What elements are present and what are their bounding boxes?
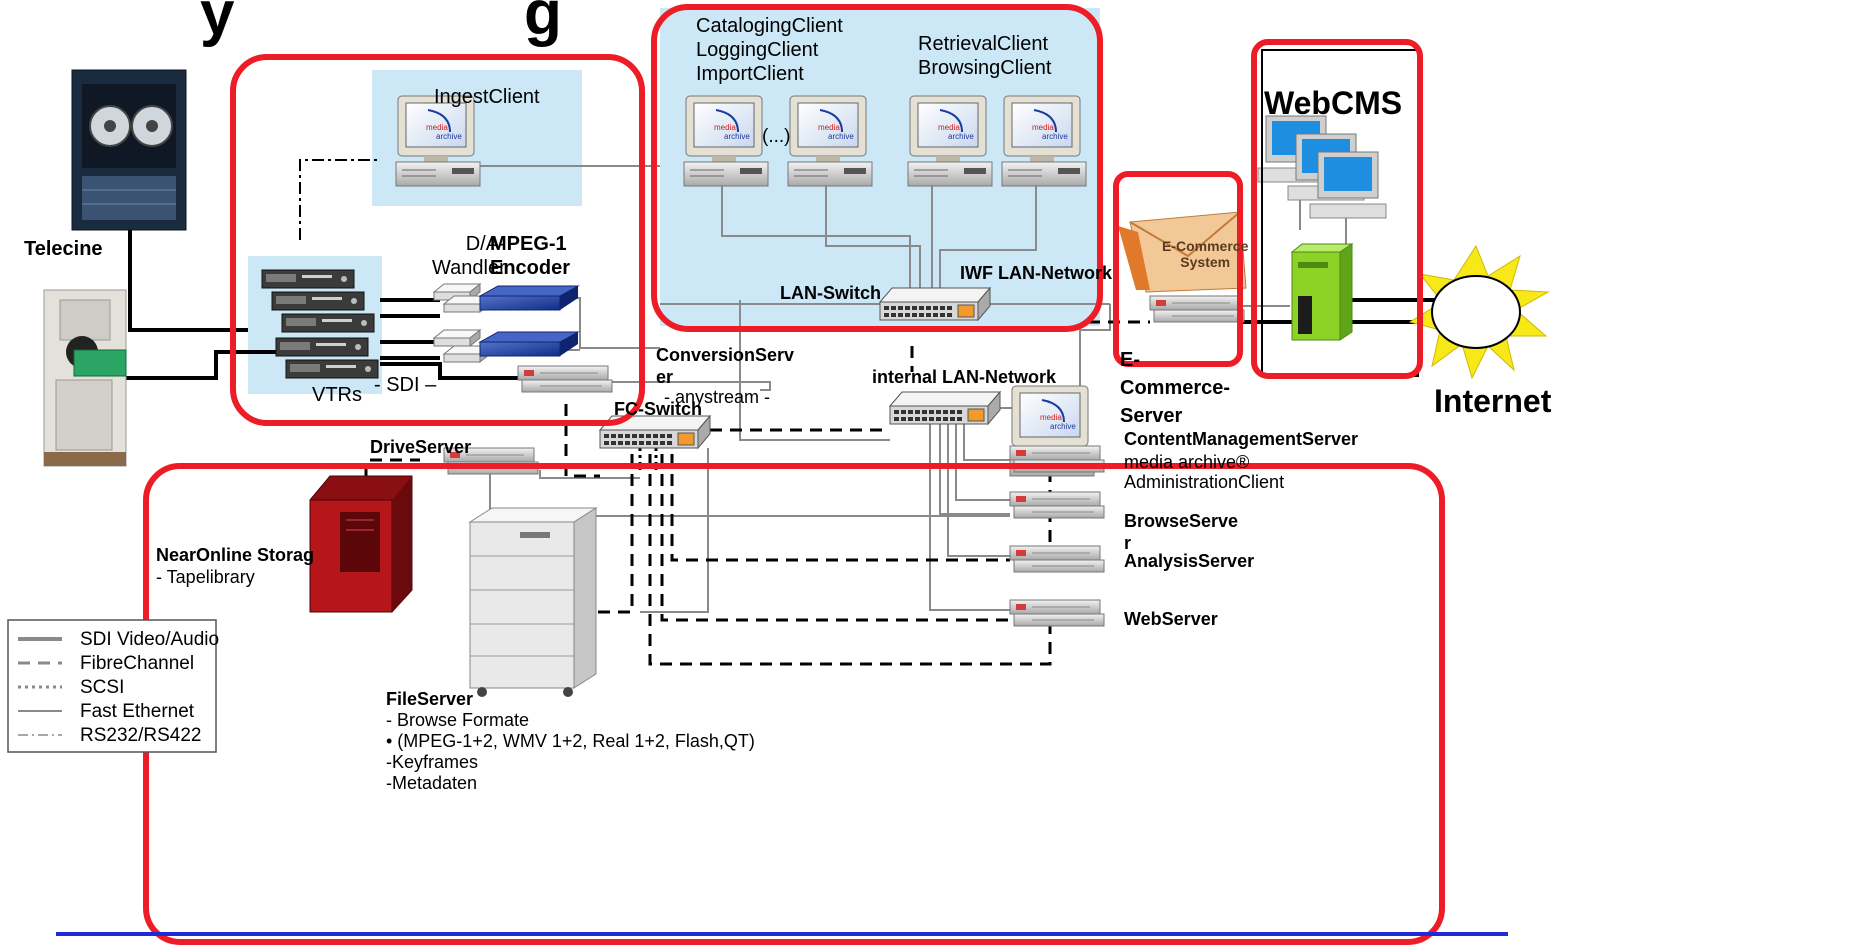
retrieval-client-label: RetrievalClient [918,33,1049,55]
nearonline-storage-label: NearOnline Storag [156,545,315,565]
sdi-label: - SDI – [374,374,437,396]
ecommerce-system-emblem [1118,211,1247,293]
webcms-highlight [1251,39,1423,379]
vtrs-label: VTRs [312,384,362,406]
webcms-server-tower [1290,243,1354,341]
legend-label-rs232: RS232/RS422 [80,725,202,746]
ingest-client-label: IngestClient [434,86,540,108]
legend-label-fibre: FibreChannel [80,653,195,674]
title-fragment: y [200,0,235,48]
browsing-client-workstation [1001,95,1087,187]
content-management-server-label: ContentManagementServer [1124,429,1359,449]
conversion-server-label: ConversionServ er [656,345,795,387]
analysis-server-unit [1009,545,1105,573]
analysis-server-label: AnalysisServer [1124,551,1255,571]
drive-server-label: DriveServer [370,437,472,457]
ecommerce-system-label: E-Commerce System [1162,238,1249,270]
more-clients-ellipsis: (...) [762,126,791,147]
fc-switch-label: FC-Switch [614,399,702,419]
ecommerce-server-label: E- Commerce- Server [1120,349,1231,427]
file-server-label: FileServer [386,689,474,709]
legend [7,619,217,753]
left-client-labels: CatalogingClient LoggingClient ImportCli… [696,14,843,86]
browse-server-label: BrowseServe r [1124,511,1239,553]
retrieval-client-workstation [907,95,993,187]
internet-cloud-icon [1408,244,1550,380]
ecommerce-highlight [1113,171,1243,367]
highlight-frames [143,4,1445,945]
telecine-machine [71,69,187,231]
import-client-label: ImportClient [696,63,804,85]
webcms-workstations [1257,115,1387,219]
legend-label-scsi: SCSI [80,677,125,698]
webcms-label: WebCMS [1264,85,1403,121]
legend-label-ethernet: Fast Ethernet [80,701,195,722]
client-highlight [651,4,1103,332]
ingest-client-workstation [395,95,481,187]
browse-server-unit [1009,491,1105,519]
anystream-label: - anystream - [664,387,771,407]
web-server-label: WebServer [1124,609,1218,629]
file-server-details: - Browse Formate • (MPEG-1+2, WMV 1+2, R… [386,710,755,793]
iwf-network-label: IWF LAN-Network [960,263,1112,283]
ecommerce-server-unit [1149,295,1245,323]
tape-library [309,475,413,613]
film-scanner [43,289,127,467]
internal-lan-switch-device [889,391,1001,425]
right-client-labels: RetrievalClient BrowsingClient [918,32,1051,80]
mpeg1-encoder [479,285,579,311]
media-archive-admin-label: media archive® AdministrationClient [1124,452,1285,492]
cataloging-client-label: CatalogingClient [696,15,843,37]
internal-network-label: internal LAN-Network [872,367,1057,387]
telecine-label: Telecine [24,238,103,260]
cataloging-client-workstation [683,95,769,187]
tapelibrary-label: - Tapelibrary [156,567,255,587]
rs232-links [299,159,380,240]
conversion-server-unit [517,365,613,393]
svg-text:g: g [524,0,562,48]
lan-switch-device [879,287,991,321]
ingest-highlight [230,54,645,426]
file-server-tower [468,507,598,697]
legend-label-sdi: SDI Video/Audio [80,629,220,650]
logging-client-label: LoggingClient [696,39,819,61]
lan-switch-label: LAN-Switch [780,283,881,303]
internet-label: Internet [1434,383,1552,419]
browsing-client-label: BrowsingClient [918,57,1052,79]
da-converter-label: D/A- Wandler [432,233,506,279]
logging-client-workstation [787,95,873,187]
web-server-unit [1009,599,1105,627]
mpeg1-encoder-label: MPEG-1 Encoder [490,233,571,279]
